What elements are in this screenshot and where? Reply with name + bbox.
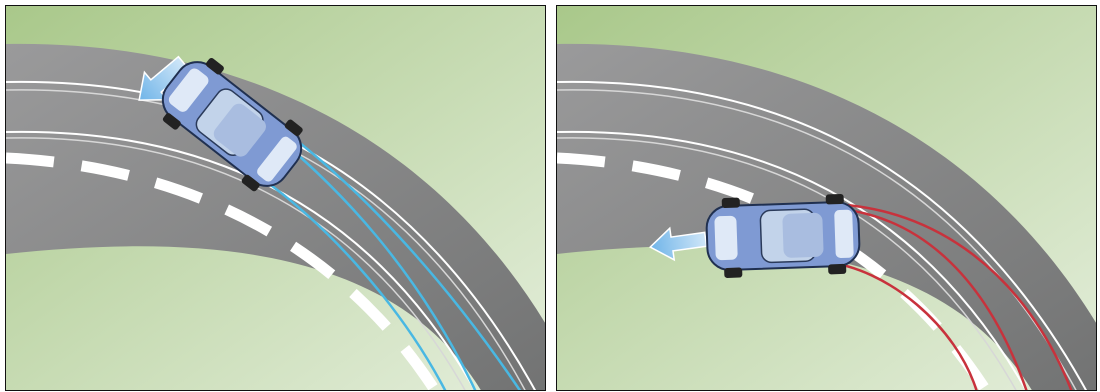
scene-left xyxy=(6,6,546,391)
car xyxy=(706,193,861,278)
panel-understeer xyxy=(5,5,546,391)
panel-oversteer xyxy=(556,5,1097,391)
scene-right xyxy=(557,6,1097,391)
